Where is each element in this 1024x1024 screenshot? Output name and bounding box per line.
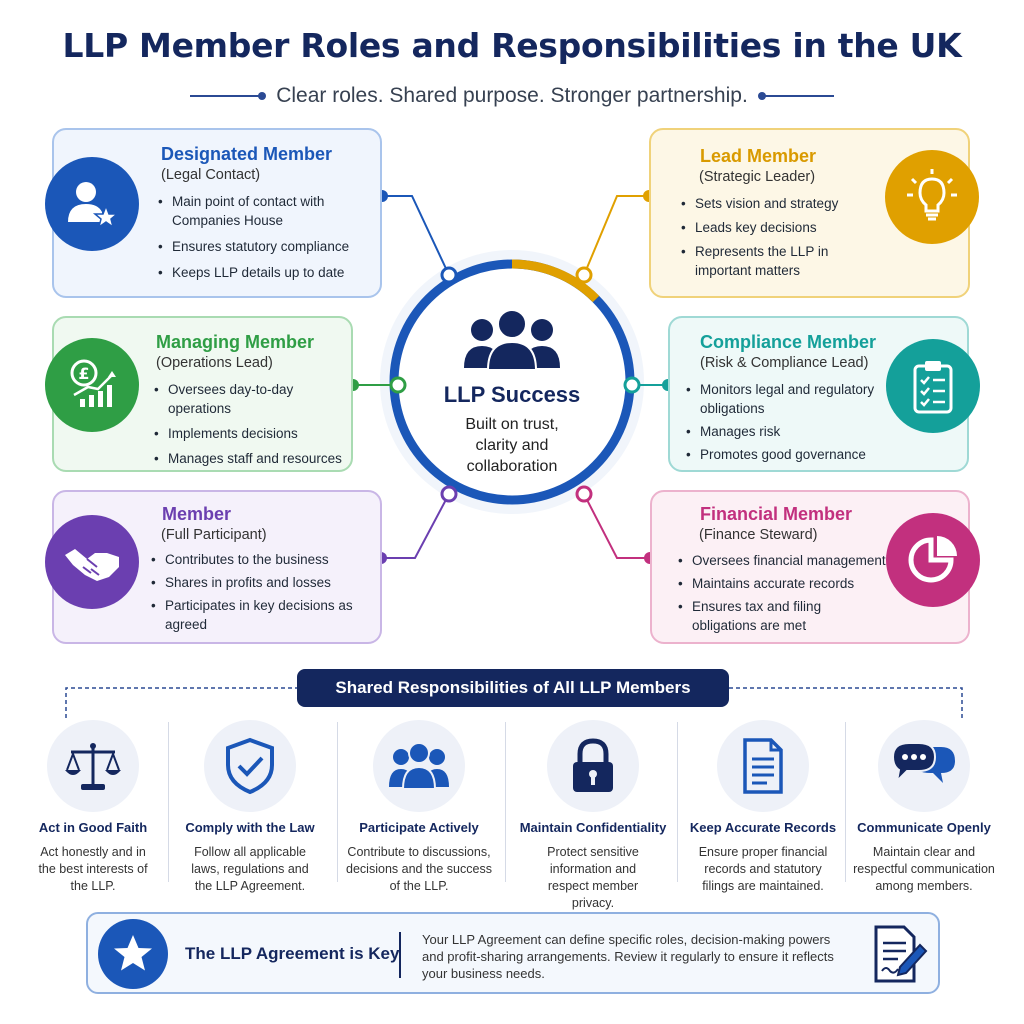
- shared-item-confidentiality: Maintain Confidentiality Protect sensiti…: [510, 720, 676, 912]
- shared-item-records: Keep Accurate Records Ensure proper fina…: [680, 720, 846, 895]
- list-item: Oversees financial management: [676, 551, 886, 570]
- shared-item-desc: Maintain clear and respectful communicat…: [853, 845, 995, 893]
- subtitle-line-left: [190, 92, 267, 100]
- agreement-divider: [399, 932, 401, 978]
- agreement-desc: Your LLP Agreement can define specific r…: [422, 932, 834, 981]
- member-subtitle: (Full Participant): [161, 527, 267, 543]
- page-title: LLP Member Roles and Responsibilities in…: [62, 26, 962, 65]
- speech-bubbles-icon: [878, 720, 970, 812]
- list-item: Implements decisions: [152, 424, 352, 443]
- center-line-3: collaboration: [466, 458, 558, 475]
- shared-item-title: Comply with the Law: [185, 820, 315, 835]
- shared-item-title: Communicate Openly: [857, 820, 991, 835]
- divider: [337, 722, 338, 882]
- lead-member-title: Lead Member: [700, 146, 817, 166]
- llp-agreement-box: The LLP Agreement is Key Your LLP Agreem…: [86, 912, 940, 994]
- designated-member-bullets: Main point of contact with Companies Hou…: [156, 192, 378, 289]
- group-icon: [373, 720, 465, 812]
- svg-text:£: £: [78, 364, 89, 383]
- divider: [505, 722, 506, 882]
- lead-member-subtitle: (Strategic Leader): [699, 169, 816, 185]
- list-item: Sets vision and strategy: [679, 194, 879, 213]
- financial-member-title: Financial Member: [700, 504, 853, 524]
- list-item: Contributes to the business: [149, 550, 359, 569]
- people-group-icon: [464, 309, 560, 371]
- page-subtitle: Clear roles. Shared purpose. Stronger pa…: [276, 84, 748, 107]
- list-item: Maintains accurate records: [676, 574, 886, 593]
- divider: [677, 722, 678, 882]
- list-item: Leads key decisions: [679, 218, 879, 237]
- divider: [168, 722, 169, 882]
- padlock-icon: [547, 720, 639, 812]
- pie-chart-icon: [886, 513, 980, 607]
- shared-item-desc: Ensure proper financial records and stat…: [698, 845, 828, 893]
- shared-item-title: Act in Good Faith: [38, 820, 148, 835]
- shared-item-title: Keep Accurate Records: [689, 820, 837, 835]
- financial-member-subtitle: (Finance Steward): [699, 527, 818, 543]
- scales-icon: [47, 720, 139, 812]
- clipboard-checklist-icon: [886, 339, 980, 433]
- shared-item-title: Maintain Confidentiality: [519, 820, 667, 835]
- shared-item-desc: Contribute to discussions, decisions and…: [346, 845, 492, 893]
- managing-member-bullets: Oversees day-to-day operations Implement…: [152, 380, 352, 475]
- star-icon: [98, 919, 168, 989]
- shared-responsibilities-heading: Shared Responsibilities of All LLP Membe…: [297, 669, 729, 707]
- center-line-1: Built on trust,: [465, 416, 559, 433]
- pound-growth-icon: £: [45, 338, 139, 432]
- list-item: Monitors legal and regulatory obligation…: [684, 380, 894, 418]
- financial-member-bullets: Oversees financial management Maintains …: [676, 551, 886, 642]
- lightbulb-icon: [885, 150, 979, 244]
- shared-item-participate: Participate Actively Contribute to discu…: [336, 720, 502, 895]
- member-bullets: Contributes to the business Shares in pr…: [149, 550, 359, 641]
- managing-member-title: Managing Member: [156, 332, 315, 352]
- list-item: Keeps LLP details up to date: [156, 263, 378, 282]
- person-star-icon: [45, 157, 139, 251]
- list-item: Promotes good governance: [684, 445, 894, 464]
- shared-item-desc: Protect sensitive information and respec…: [547, 845, 639, 910]
- member-title: Member: [162, 504, 232, 524]
- designated-member-title: Designated Member: [161, 144, 333, 164]
- list-item: Manages staff and resources: [152, 449, 352, 468]
- subtitle-row: Clear roles. Shared purpose. Stronger pa…: [0, 84, 1024, 108]
- lead-member-bullets: Sets vision and strategy Leads key decis…: [679, 194, 879, 287]
- shared-item-comply-law: Comply with the Law Follow all applicabl…: [167, 720, 333, 895]
- shield-check-icon: [204, 720, 296, 812]
- designated-member-subtitle: (Legal Contact): [161, 167, 261, 183]
- center-line-2: clarity and: [475, 437, 549, 454]
- list-item: Represents the LLP in important matters: [679, 242, 879, 280]
- list-item: Manages risk: [684, 422, 894, 441]
- list-item: Ensures tax and filing obligations are m…: [676, 597, 886, 635]
- agreement-title: The LLP Agreement is Key: [185, 944, 400, 963]
- list-item: Shares in profits and losses: [149, 573, 359, 592]
- handshake-icon: [45, 515, 139, 609]
- shared-item-communicate: Communicate Openly Maintain clear and re…: [841, 720, 1007, 895]
- compliance-member-subtitle: (Risk & Compliance Lead): [700, 355, 869, 371]
- center-hub: LLP Success Built on trust, clarity and …: [412, 300, 612, 490]
- managing-member-subtitle: (Operations Lead): [156, 355, 273, 371]
- list-item: Oversees day-to-day operations: [152, 380, 352, 418]
- compliance-member-title: Compliance Member: [700, 332, 877, 352]
- shared-item-title: Participate Actively: [359, 820, 479, 835]
- shared-item-desc: Follow all applicable laws, regulations …: [191, 845, 309, 893]
- document-pen-icon: [868, 923, 930, 985]
- document-icon: [717, 720, 809, 812]
- list-item: Main point of contact with Companies Hou…: [156, 192, 378, 230]
- shared-item-good-faith: Act in Good Faith Act honestly and in th…: [10, 720, 176, 895]
- list-item: Participates in key decisions as agreed: [149, 596, 359, 634]
- subtitle-line-right: [757, 92, 834, 100]
- center-title: LLP Success: [443, 382, 581, 407]
- divider: [845, 722, 846, 882]
- list-item: Ensures statutory compliance: [156, 237, 378, 256]
- shared-item-desc: Act honestly and in the best interests o…: [38, 845, 148, 893]
- compliance-member-bullets: Monitors legal and regulatory obligation…: [684, 380, 894, 471]
